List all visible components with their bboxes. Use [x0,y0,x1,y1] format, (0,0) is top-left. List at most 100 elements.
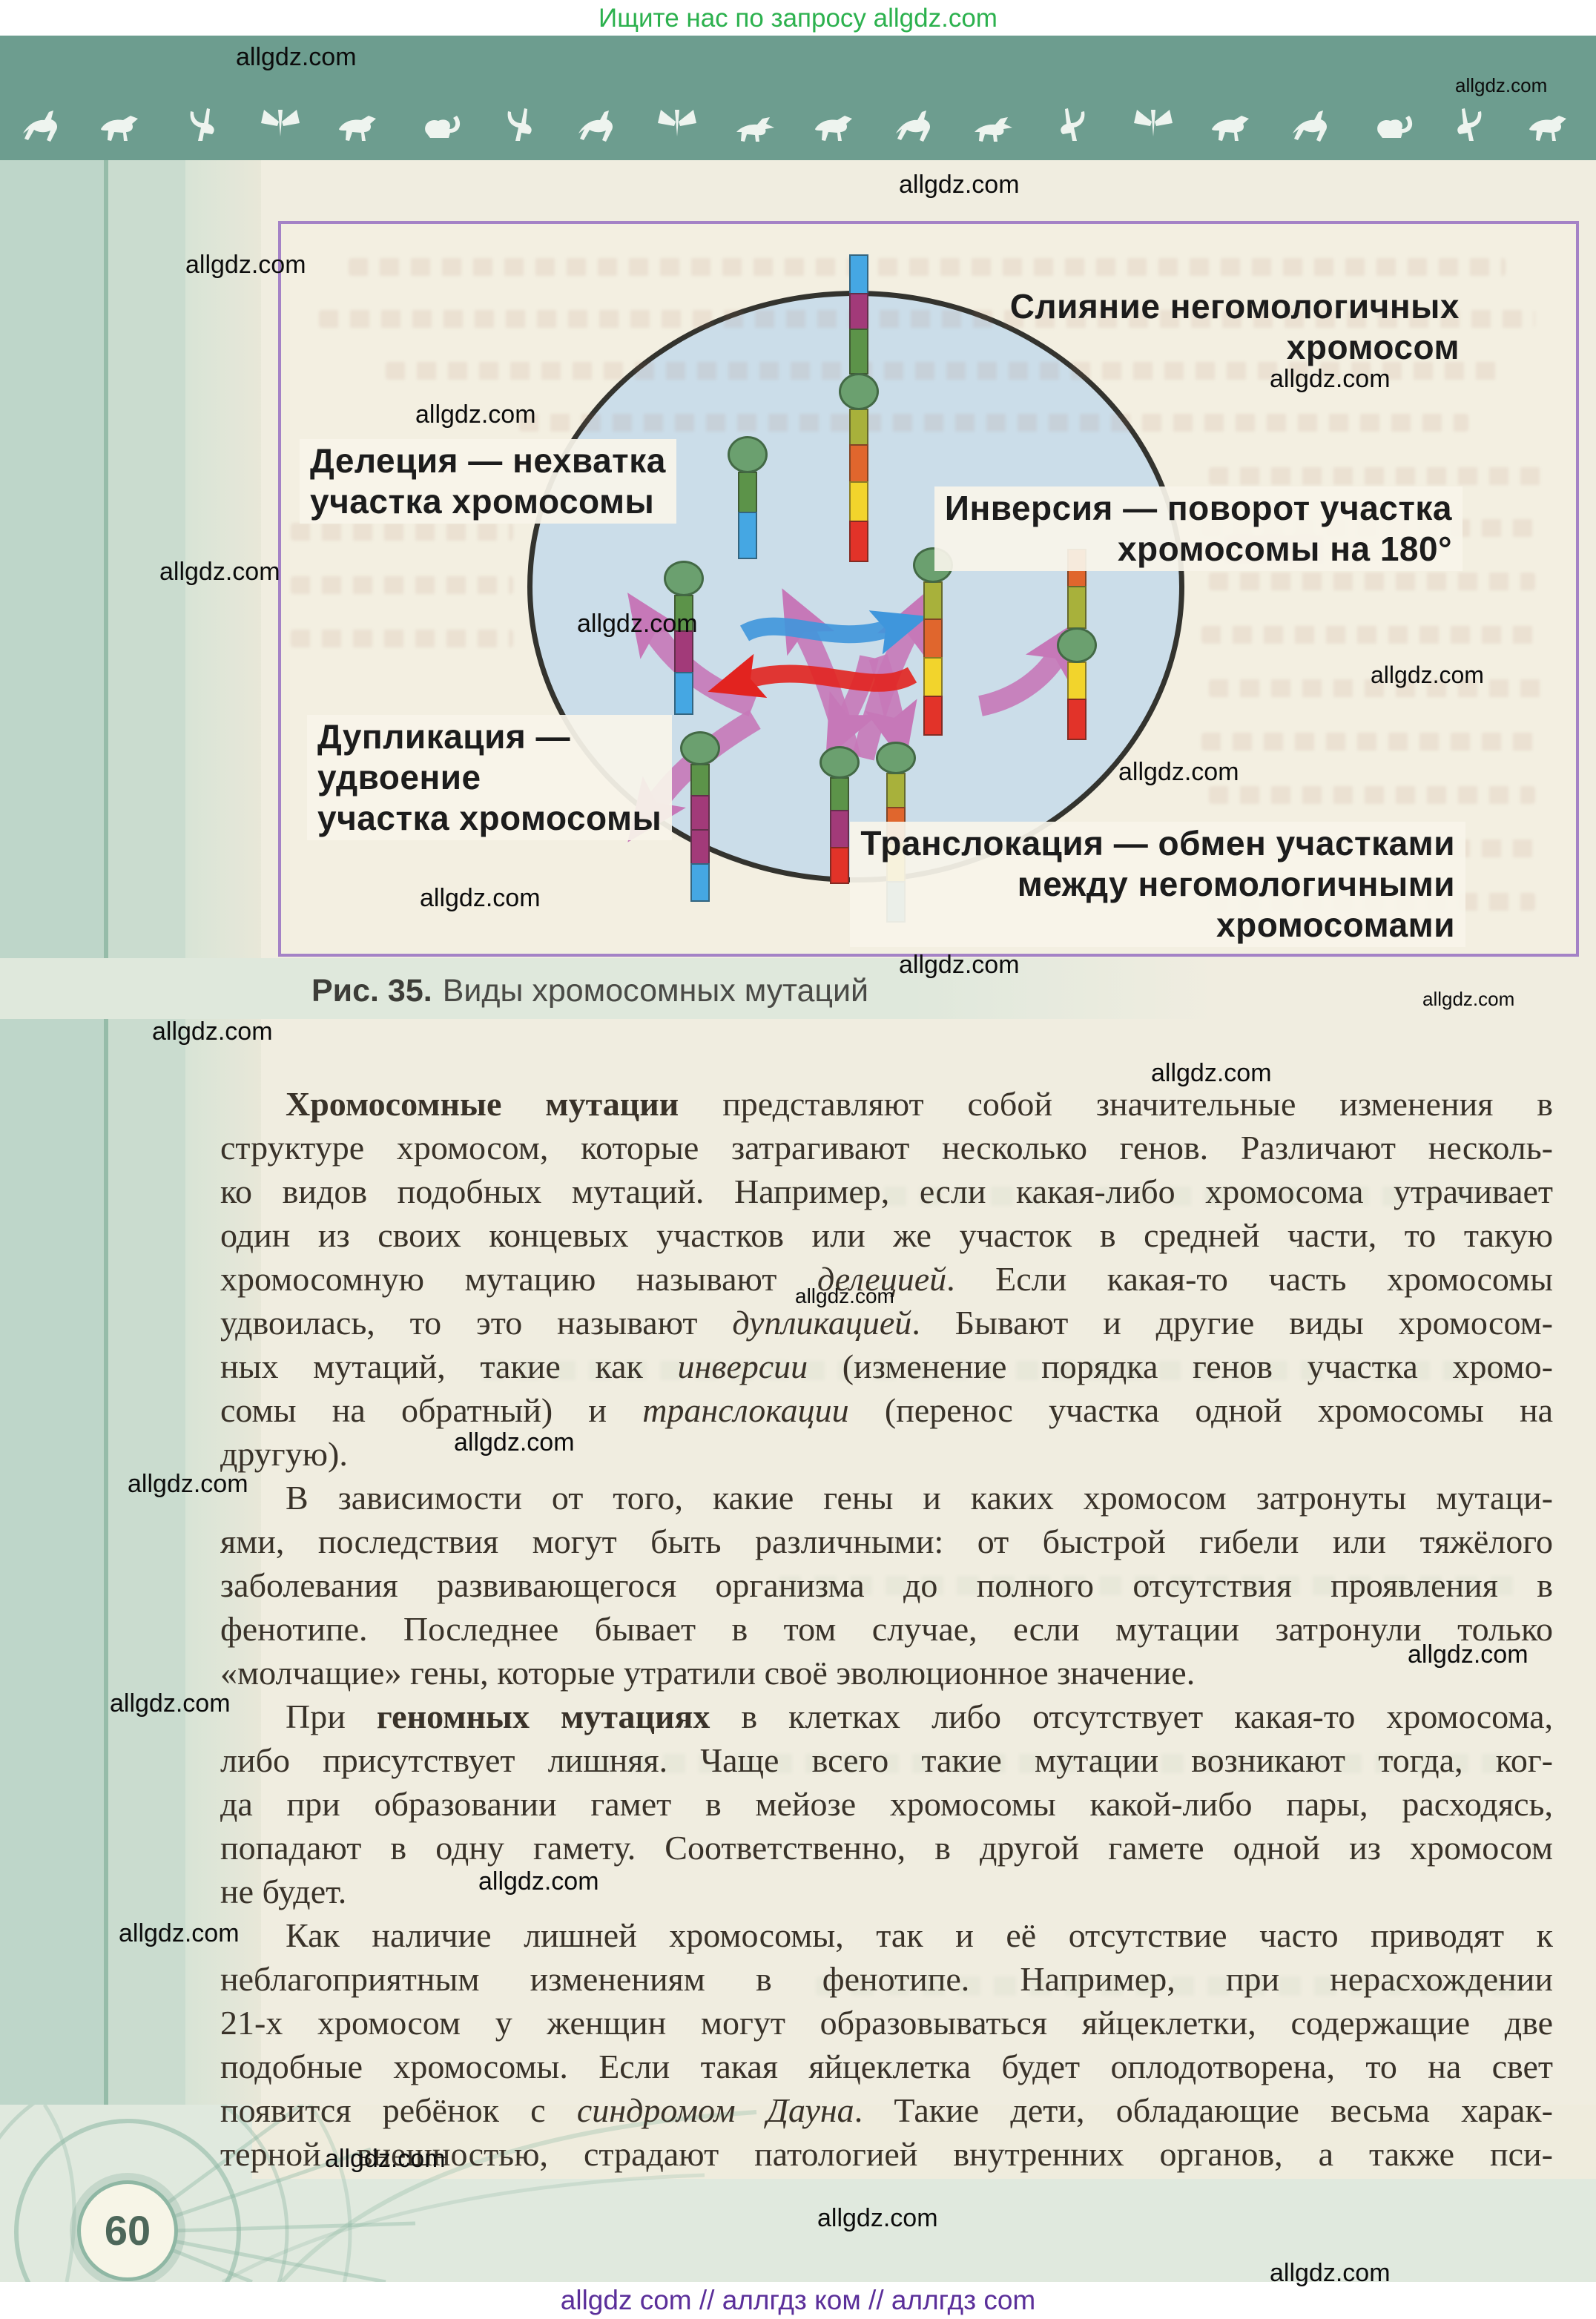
text-line: Как наличие лишней хромосомы, так и её о… [286,1916,1553,1954]
text-line: подобные хромосомы. Если такая яйцеклетк… [220,2048,1553,2085]
animal-silhouette [1529,116,1566,141]
chromosome-segment-orange [923,618,943,659]
animal-banner [0,36,1596,160]
figure-label-line: Транслокация — обмен участками [860,824,1455,862]
figure-label-line: Инверсия — поворот участка [944,489,1452,527]
animal-silhouette [101,116,138,141]
chromosome-segment-red [923,696,943,736]
text-line: удвоилась, то это называют дупликацией. … [220,1304,1553,1342]
animal-silhouette [1457,108,1482,141]
left-margin-fade [185,160,274,2105]
figure-label-line: участка хромосомы [310,482,655,521]
animal-silhouette [1377,116,1413,138]
bleedthrough-row [291,576,513,594]
text-line: неблагоприятным изменениям в фенотипе. Н… [220,1960,1553,1998]
centromere [680,731,720,765]
chromosome-segment-red [1067,699,1086,740]
watermark: allgdz.com [1151,1059,1272,1087]
centromere [1057,627,1097,663]
text-line: «молчащие» гены, которые утратили своё э… [220,1654,1196,1692]
watermark: allgdz.com [454,1428,575,1457]
chromosome-segment-red [849,521,868,562]
text-line: не будет. [220,1873,347,1910]
figure-caption-text: Виды хромосомных мутаций [442,973,869,1009]
figure-label-line: Слияние негомологичных [1009,287,1460,326]
watermark: allgdz.com [1455,74,1548,96]
watermark: allgdz.com [159,558,280,586]
page-number: 60 [104,2207,151,2254]
left-margin-stripe [0,160,104,2105]
animal-silhouette [658,110,696,136]
fused-chromosome [839,254,879,562]
bleedthrough-row [816,1976,1520,1996]
chromosome-segment-green [830,777,849,811]
watermark: allgdz.com [236,43,357,71]
chromosome-segment-yellow [1067,662,1086,700]
translocation-result-left [820,746,860,884]
chromosome-segment-magenta [830,810,849,848]
centromere [820,746,860,779]
animal-silhouette [339,116,376,141]
watermark: allgdz.com [420,884,541,912]
figure-label-line: между негомологичными [1017,865,1455,903]
bleedthrough-row [386,362,1498,380]
watermark: allgdz.com [1270,2259,1391,2287]
figure-label-line: хромосомы на 180° [1117,530,1452,568]
inversion-result-chromosome [1057,549,1097,740]
chromosome-segment-olive [923,581,943,620]
source-chromosome-right [913,547,953,736]
watermark: allgdz.com [152,1017,273,1046]
animal-silhouette [1061,108,1085,141]
bleedthrough-row [556,1754,1520,1773]
watermark: allgdz.com [899,171,1020,199]
text-line: структуре хромосом, которые затрагивают … [220,1129,1553,1167]
watermark: allgdz.com [128,1470,248,1498]
deletion-result-chromosome [728,436,768,559]
bleedthrough-row [1209,573,1535,590]
chromosome-segment-olive [1067,586,1086,629]
watermark: allgdz.com [817,2204,938,2232]
caption-band [0,958,1216,1019]
watermark: allgdz.com [110,1689,231,1718]
chromosome-segment-green [849,329,868,375]
chromosome-segment-blue [738,512,757,559]
chromosome-segment-orange [849,444,868,483]
watermark: allgdz.com [478,1867,599,1896]
text-line: другую). [220,1435,348,1473]
chromosome-segment-magenta [690,795,710,831]
watermark: allgdz.com [1118,758,1239,786]
chromosome-segment-magenta [690,829,710,865]
text-line: ных мутаций, такие как инверсии (изменен… [220,1347,1553,1385]
bleedthrough-row [1209,467,1543,485]
animal-silhouette [507,108,532,141]
text-line: ко видов подобных мутаций. Например, есл… [220,1172,1553,1210]
text-line: либо присутствует лишняя. Чаще всего так… [220,1741,1553,1779]
watermark: allgdz.com [1422,988,1515,1010]
watermark: allgdz.com [119,1919,240,1947]
figure-label-line: хромосомами [1216,906,1455,944]
bleedthrough-row [349,258,1506,276]
source-chromosome-left [664,561,704,715]
text-line: фенотипе. Последнее бывает в том случае,… [220,1610,1553,1648]
figure-label-line: участка хромосомы [317,799,662,837]
watermark: allgdz.com [1270,365,1391,393]
chromosome-segment-blue [690,863,710,902]
watermark: allgdz.com [185,251,306,279]
animal-silhouette [23,110,57,142]
text-line: 21-х хромосом у женщин могут образовыват… [220,2004,1553,2042]
centromere [664,561,704,596]
chromosome-segment-yellow [923,657,943,697]
centromere [876,742,916,774]
chromosome-segment-green [690,764,710,796]
figure-label-line: Делеция — нехватка [310,441,666,480]
text-line: терной внешностью, страдают патологией в… [220,2135,1553,2173]
bleedthrough-row [1201,626,1543,644]
bleedthrough-row [291,630,513,647]
watermark: allgdz.com [795,1284,894,1307]
duplication-result-chromosome [680,731,720,902]
